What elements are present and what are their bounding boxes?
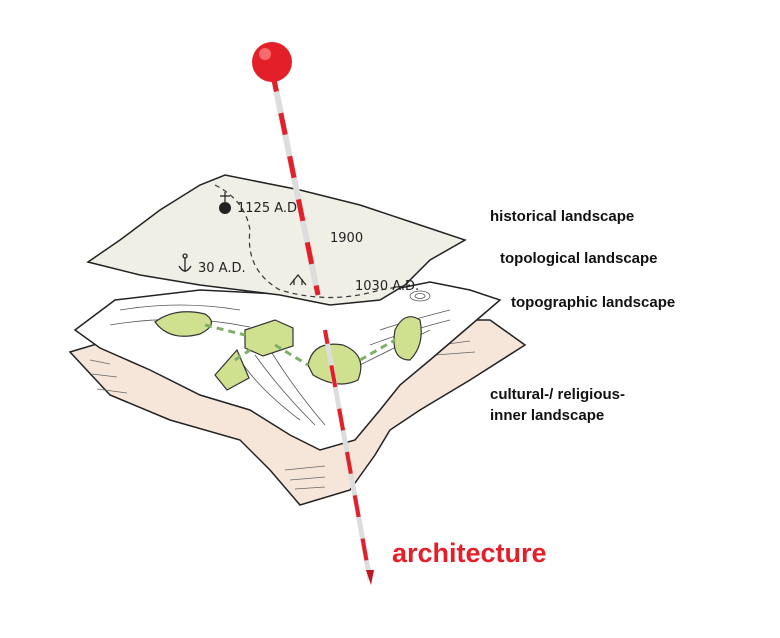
- date-annotation: 30 A.D.: [198, 261, 246, 276]
- label-topographic-landscape: topographic landscape: [511, 294, 676, 311]
- date-annotation: 1030 A.D.: [355, 279, 419, 294]
- pin: [252, 42, 374, 585]
- green-pyramid-shape: [214, 348, 250, 391]
- date-annotation: 1900: [330, 231, 363, 246]
- label-architecture: architecture: [392, 538, 547, 568]
- date-annotation: 1125 A.D.: [237, 201, 301, 216]
- anchor-icon: [178, 253, 192, 272]
- green-links: [204, 323, 396, 367]
- gate-icon: [289, 274, 307, 286]
- label-cultural-landscape-line1: cultural-/ religious-: [490, 386, 626, 403]
- historical-layer: [86, 174, 467, 306]
- green-lake-shape: [154, 311, 212, 337]
- cross-marker-icon: [219, 202, 231, 214]
- label-cultural-landscape-line2: inner landscape: [490, 407, 605, 424]
- label-historical-landscape: historical landscape: [490, 208, 635, 225]
- label-topological-landscape: topological landscape: [500, 250, 658, 267]
- green-island-shape: [393, 316, 422, 361]
